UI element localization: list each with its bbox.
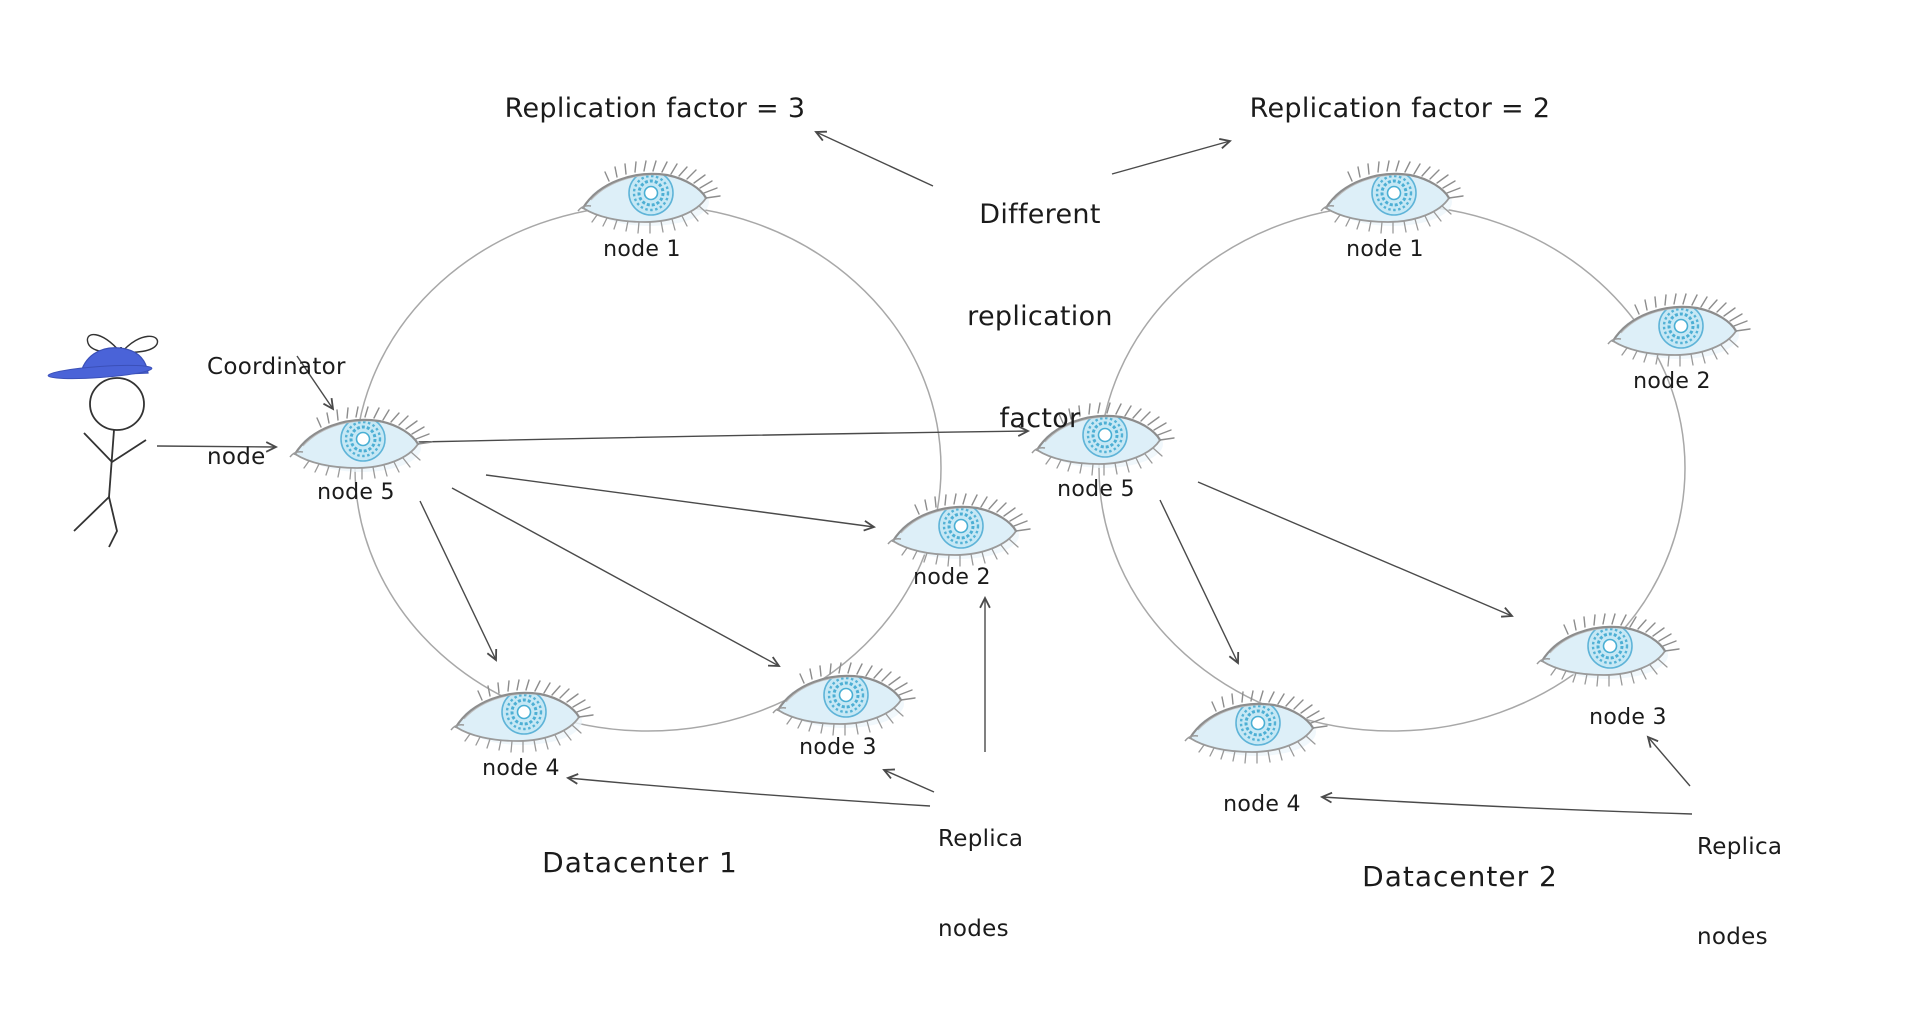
arrow-coordinator-to-node5 bbox=[296, 355, 335, 411]
dc1-node2-eye-icon bbox=[888, 494, 1030, 566]
dc1-node1-eye-icon bbox=[578, 161, 720, 233]
arrow-different-to-rf2 bbox=[1111, 138, 1232, 175]
dc1-replication-factor-label: Replication factor = 3 bbox=[504, 93, 806, 124]
dc2-node2-label: node 2 bbox=[1633, 369, 1711, 394]
arrow-layer bbox=[156, 130, 1693, 815]
coordinator-line2: node bbox=[207, 444, 266, 470]
dc2-title: Datacenter 2 bbox=[1362, 860, 1558, 893]
arrow-dc1-node5-to-dc2-node5 bbox=[417, 425, 1031, 443]
dc1-replica-nodes-label: Replica nodes bbox=[938, 764, 1023, 1004]
arrow-dc2-node5-to-node4 bbox=[1159, 499, 1240, 665]
different-line2: replication bbox=[967, 301, 1113, 332]
user-stick-figure-icon bbox=[47, 334, 159, 548]
dc1-node1-label: node 1 bbox=[603, 237, 681, 262]
arrow-different-to-rf3 bbox=[814, 130, 934, 187]
dc2-replica-line1: Replica bbox=[1697, 834, 1783, 860]
dc1-replica-line1: Replica bbox=[938, 826, 1024, 852]
dc1-node3-label: node 3 bbox=[799, 735, 877, 760]
arrow-dc2-replica-to-node3 bbox=[1646, 735, 1691, 787]
arrow-dc1-node5-to-node3 bbox=[451, 487, 781, 667]
dc2-replica-nodes-label: Replica nodes bbox=[1697, 772, 1782, 1012]
diagram-canvas: Replication factor = 3 Replication facto… bbox=[47, 93, 1920, 950]
dc1-ring bbox=[354, 204, 942, 732]
dc2-node3-eye-icon bbox=[1537, 614, 1679, 686]
dc2-node2-eye-icon bbox=[1608, 294, 1750, 366]
different-line3: factor bbox=[999, 403, 1081, 434]
dc1-replica-line2: nodes bbox=[938, 916, 1009, 942]
dc1-node5-label: node 5 bbox=[317, 480, 395, 505]
dc1-node4-label: node 4 bbox=[482, 756, 560, 781]
dc2-node3-label: node 3 bbox=[1589, 705, 1667, 730]
dc2-node1-eye-icon bbox=[1321, 161, 1463, 233]
dc1-title: Datacenter 1 bbox=[542, 846, 738, 879]
arrow-dc2-node5-to-node3 bbox=[1197, 481, 1514, 618]
dc1-node2-label: node 2 bbox=[913, 565, 991, 590]
dc2-node5-label: node 5 bbox=[1057, 477, 1135, 502]
different-replication-factor-label: Different replication factor bbox=[967, 130, 1113, 504]
dc2-node4-label: node 4 bbox=[1223, 792, 1301, 817]
different-line1: Different bbox=[979, 199, 1101, 230]
dc2-replication-factor-label: Replication factor = 2 bbox=[1249, 93, 1551, 124]
arrow-dc1-node5-to-node4 bbox=[419, 500, 498, 662]
arrow-dc1-node5-to-node2 bbox=[485, 474, 877, 532]
dc1-node4-eye-icon bbox=[451, 680, 593, 752]
arrow-dc1-replica-to-node3 bbox=[882, 768, 935, 793]
arrow-dc2-replica-to-node4 bbox=[1319, 791, 1693, 815]
diagram-artwork bbox=[47, 130, 1920, 815]
dc2-replica-line2: nodes bbox=[1697, 924, 1768, 950]
coordinator-node-label: Coordinator node bbox=[207, 292, 346, 532]
dc2-node1-label: node 1 bbox=[1346, 237, 1424, 262]
coordinator-line1: Coordinator bbox=[207, 354, 346, 380]
arrow-user-to-dc1-node5 bbox=[156, 441, 279, 453]
arrow-dc1-replica-to-node4 bbox=[565, 773, 931, 807]
dc1-node3-eye-icon bbox=[773, 663, 915, 735]
